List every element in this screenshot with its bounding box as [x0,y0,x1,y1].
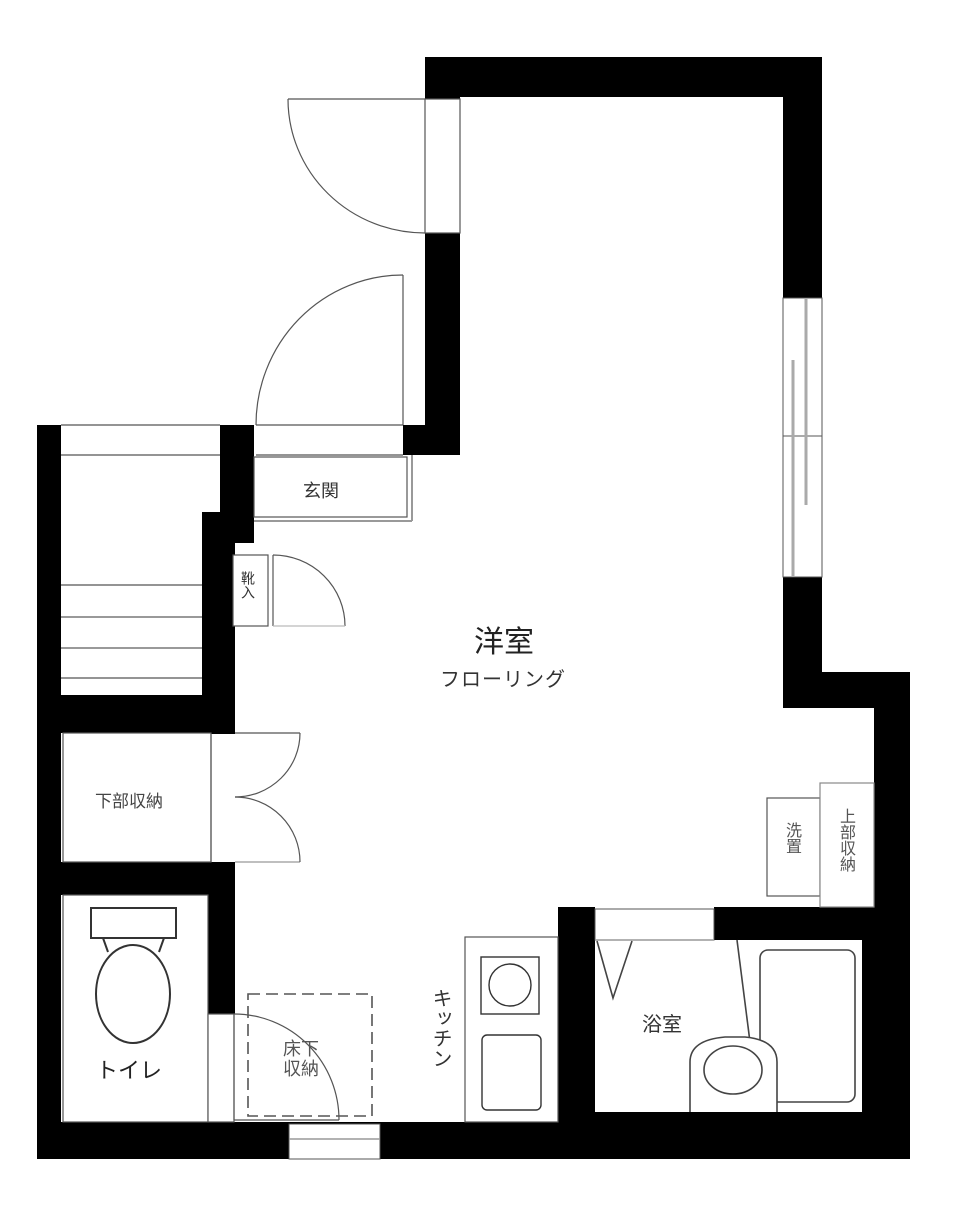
toilet-room [62,894,209,1123]
shoe-storage-label: 靴入 [239,571,255,599]
bathroom-label: 浴室 [642,1012,682,1036]
right-window [782,297,823,578]
lower-storage-label: 下部収納 [95,792,163,812]
western-room-label: 洋室 [474,625,534,660]
kitchen-counter [464,936,559,1123]
underfloor-storage [207,993,373,1123]
toilet-label: トイレ [96,1059,163,1084]
shoe-storage [232,554,346,627]
bottom-window [288,1123,381,1160]
entrance-label: 玄関 [303,481,339,502]
stair-area [61,424,220,679]
washer-label: 洗置 [783,822,802,854]
upper-storage-label: 上部収納 [837,808,856,872]
lower-storage [62,732,301,863]
underfloor-storage-label: 床下 収納 [283,1040,319,1080]
entry-door-lower [255,274,404,456]
kitchen-label: キッチン [429,988,453,1068]
bathroom [594,908,862,1112]
underfloor-storage-label-line2: 収納 [283,1059,319,1080]
washer-area [766,782,875,908]
walls [37,57,910,1159]
underfloor-storage-label-line1: 床下 [283,1039,319,1060]
flooring-label: フローリング [440,667,566,691]
entry-door-upper [287,98,461,234]
genkan [253,455,413,522]
